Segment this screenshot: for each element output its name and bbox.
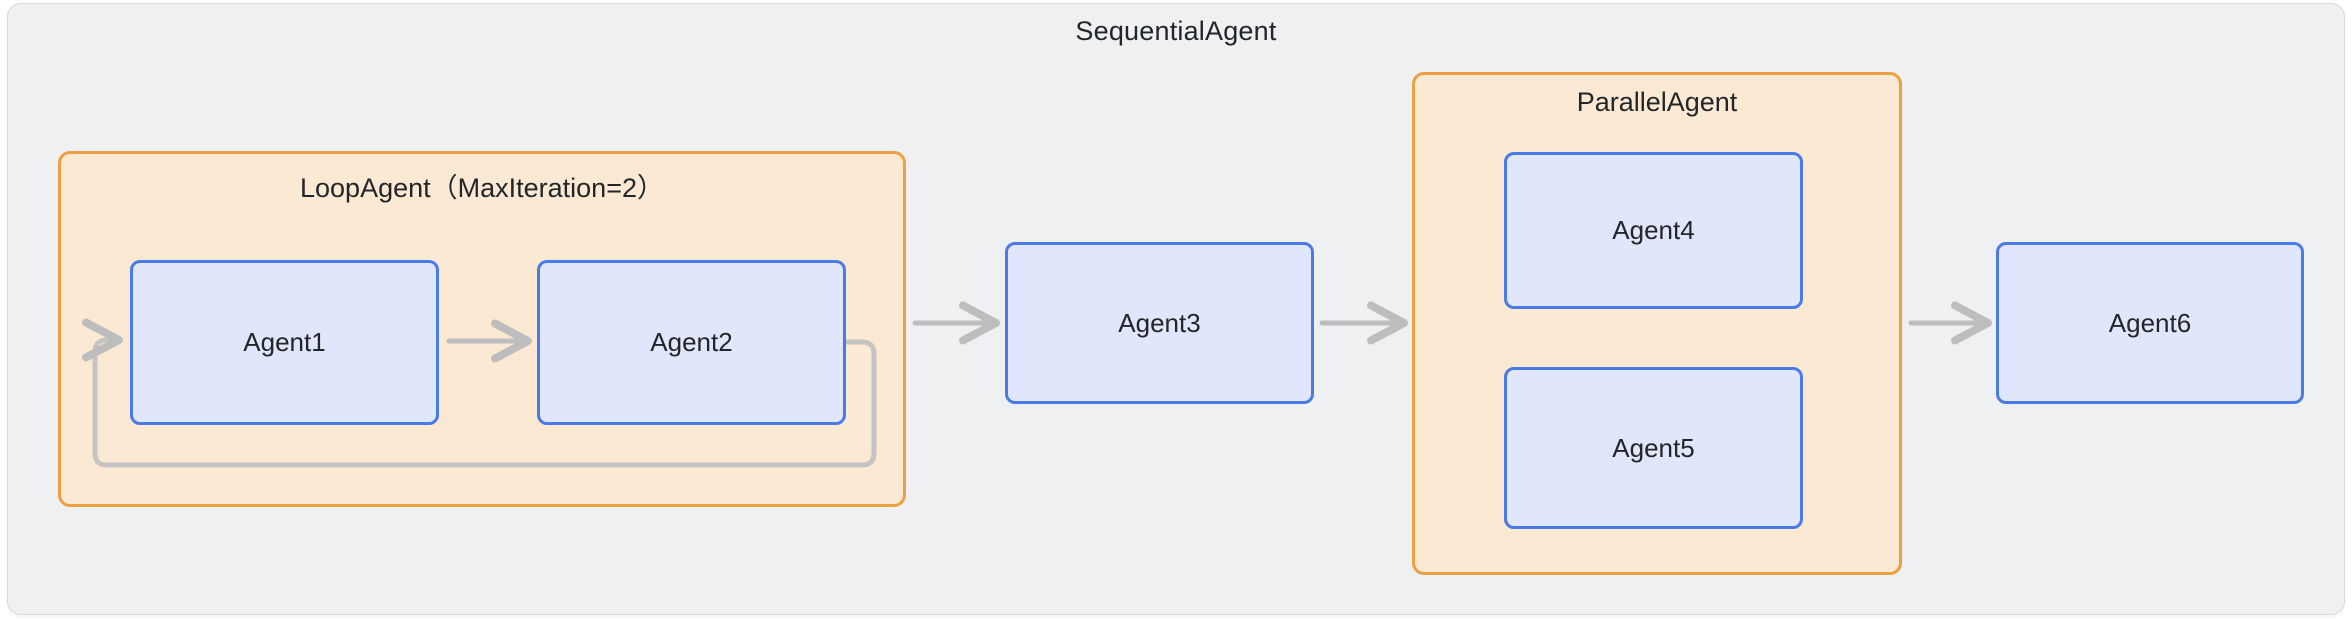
node-agent4-label: Agent4 — [1612, 215, 1695, 245]
node-agent2-label: Agent2 — [650, 327, 733, 357]
sequential-agent-title: SequentialAgent — [1075, 16, 1277, 46]
node-agent5[interactable]: Agent5 — [1504, 367, 1803, 529]
node-agent5-label: Agent5 — [1612, 432, 1695, 463]
node-agent3[interactable]: Agent3 — [1005, 242, 1314, 404]
node-agent1[interactable]: Agent1 — [130, 260, 439, 425]
node-agent6-label: Agent6 — [2108, 307, 2192, 338]
node-agent2[interactable]: Agent2 — [537, 260, 846, 425]
node-agent6[interactable]: Agent6 — [1996, 242, 2304, 404]
loop-agent-title: LoopAgent（MaxIteration=2） — [300, 173, 664, 203]
parallel-agent-title: ParallelAgent — [1576, 87, 1738, 117]
node-agent1-label: Agent1 — [243, 327, 326, 357]
node-agent3-label: Agent3 — [1118, 307, 1201, 338]
node-agent4[interactable]: Agent4 — [1504, 152, 1803, 309]
